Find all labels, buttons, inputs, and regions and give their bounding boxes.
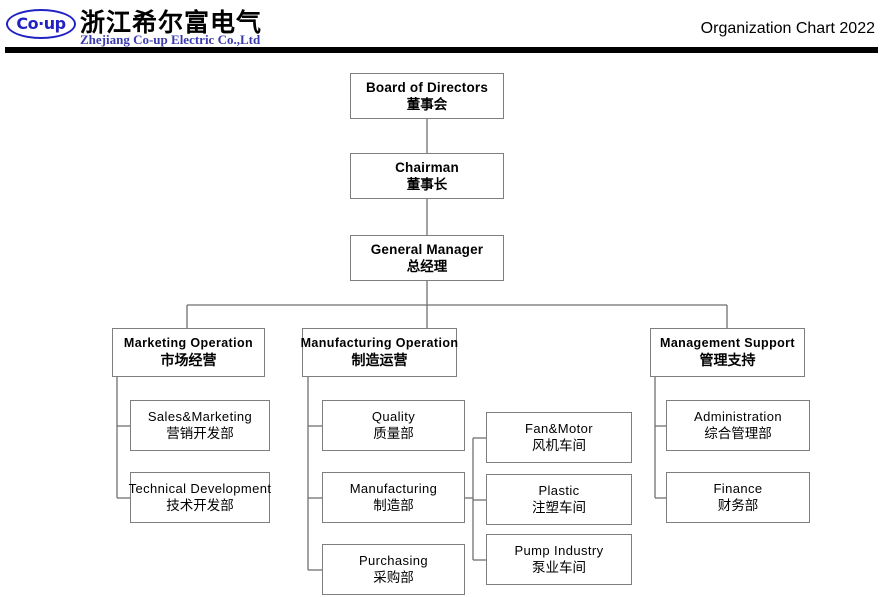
node-finance[interactable]: Finance 财务部 [666,472,810,523]
org-chart: Board of Directors 董事会 Chairman 董事长 Gene… [0,53,883,597]
node-label-cn: 董事长 [406,177,448,192]
node-label-cn: 管理支持 [699,351,756,368]
company-name-english: Zhejiang Co-up Electric Co.,Ltd [80,32,261,47]
node-label-en: Sales&Marketing [147,408,253,424]
node-label-cn: 制造部 [373,498,414,514]
node-label-en: Chairman [395,160,459,175]
node-label-cn: 采购部 [373,570,414,586]
node-manufacturing[interactable]: Manufacturing 制造部 [322,472,465,523]
page-header: Co·up 浙江希尔富电气 Zhejiang Co-up Electric Co… [0,0,883,53]
node-label-cn: 总经理 [406,259,448,274]
node-board-of-directors[interactable]: Board of Directors 董事会 [350,73,504,119]
company-name-chinese: 浙江希尔富电气 [80,8,263,37]
node-label-en: Marketing Operation [123,335,254,350]
node-label-cn: 技术开发部 [166,498,234,514]
node-label-en: Purchasing [358,552,429,568]
node-label-cn: 风机车间 [532,438,586,454]
node-label-en: General Manager [370,242,484,257]
node-label-cn: 质量部 [373,426,414,442]
node-quality[interactable]: Quality 质量部 [322,400,465,451]
document-title: Organization Chart 2022 [700,20,875,37]
logo-mark-text: Co·up [16,14,66,33]
node-label-cn: 制造运营 [351,351,408,368]
node-label-en: Quality [371,408,416,424]
node-label-cn: 注塑车间 [532,500,586,516]
node-manufacturing-operation[interactable]: Manufacturing Operation 制造运营 [300,328,459,377]
node-fan-motor-workshop[interactable]: Fan&Motor 风机车间 [486,412,632,463]
node-label-cn: 财务部 [717,498,759,514]
node-label-cn: 市场经营 [160,351,217,368]
node-marketing-operation[interactable]: Marketing Operation 市场经营 [112,328,265,377]
header-divider [5,47,878,53]
node-label-en: Technical Development [128,480,272,496]
node-pump-industry-workshop[interactable]: Pump Industry 泵业车间 [486,534,632,585]
node-chairman[interactable]: Chairman 董事长 [350,153,504,199]
node-label-en: Manufacturing Operation [300,335,459,350]
node-label-en: Management Support [660,335,795,350]
connector-lines [116,119,728,571]
company-logo: Co·up 浙江希尔富电气 Zhejiang Co-up Electric Co… [4,3,261,47]
node-label-en: Board of Directors [365,80,489,95]
co-up-logo-icon: Co·up [6,9,76,39]
node-label-cn: 综合管理部 [704,426,772,442]
node-general-manager[interactable]: General Manager 总经理 [350,235,504,281]
node-label-en: Finance [713,480,763,496]
node-label-cn: 营销开发部 [166,426,234,442]
node-label-en: Administration [694,408,782,424]
node-purchasing[interactable]: Purchasing 采购部 [322,544,465,595]
node-label-cn: 董事会 [406,97,448,112]
node-label-cn: 泵业车间 [532,560,586,576]
node-label-en: Fan&Motor [525,420,593,436]
node-plastic-workshop[interactable]: Plastic 注塑车间 [486,474,632,525]
node-sales-marketing[interactable]: Sales&Marketing 营销开发部 [130,400,270,451]
node-label-en: Plastic [538,482,580,498]
node-label-en: Manufacturing [349,480,438,496]
node-label-en: Pump Industry [514,542,604,558]
node-technical-development[interactable]: Technical Development 技术开发部 [128,472,272,523]
node-management-support[interactable]: Management Support 管理支持 [650,328,805,377]
node-administration[interactable]: Administration 综合管理部 [666,400,810,451]
